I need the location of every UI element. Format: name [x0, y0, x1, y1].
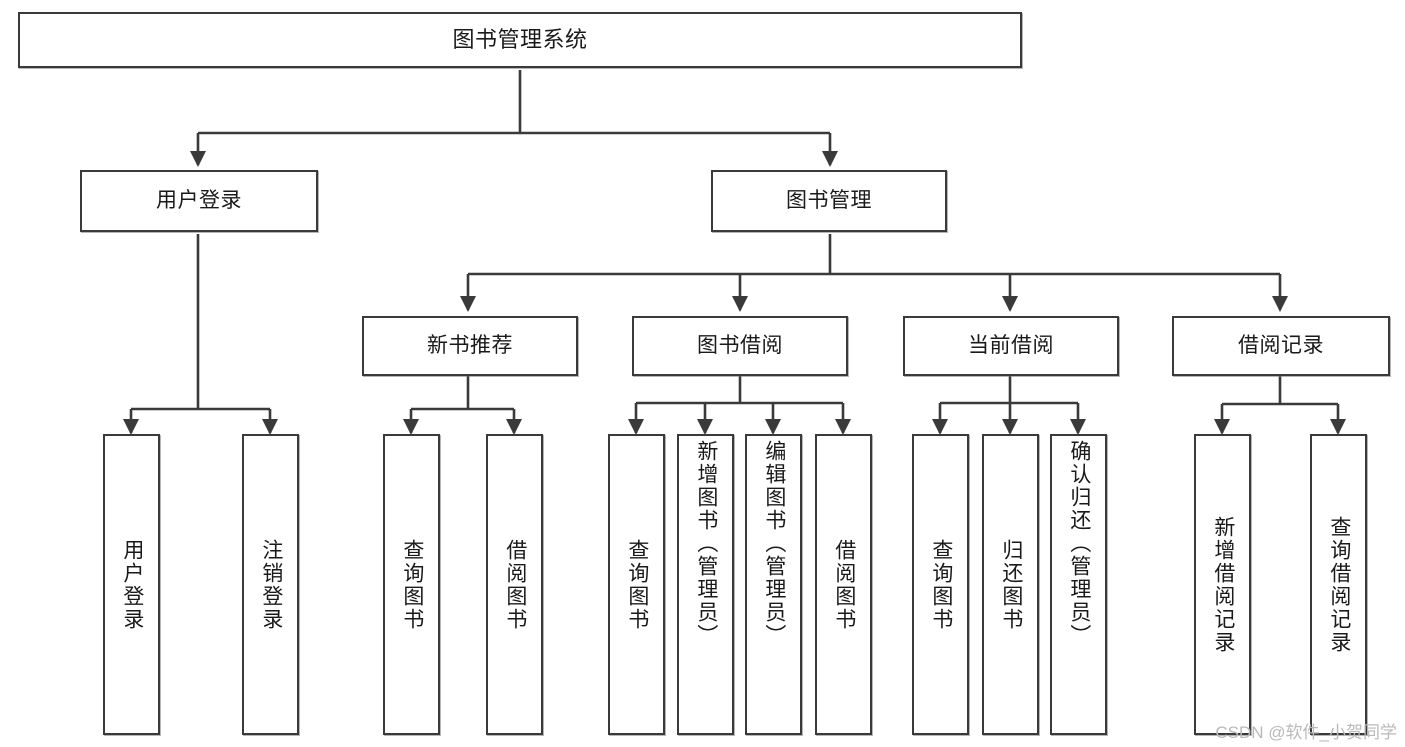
node-label: 新增图书（管理员） [694, 440, 718, 647]
csdn-watermark: CSDN @软件_小贺同学 [1215, 723, 1397, 742]
node-label: 编辑图书（管理员） [762, 440, 786, 647]
node-label: 注销登录 [259, 538, 283, 631]
leaf-new-book-borrow-book[interactable]: 借阅图书 [486, 434, 543, 735]
leaf-book-borrow-add-book-admin[interactable]: 新增图书（管理员） [677, 434, 734, 735]
leaf-current-borrow-return-book[interactable]: 归还图书 [982, 434, 1039, 735]
leaf-current-borrow-query-book[interactable]: 查询图书 [912, 434, 969, 735]
node-label: 用户登录 [156, 188, 242, 212]
leaf-current-borrow-confirm-return-admin[interactable]: 确认归还（管理员） [1050, 434, 1107, 735]
leaf-borrow-record-add-record[interactable]: 新增借阅记录 [1194, 434, 1251, 735]
node-book-management[interactable]: 图书管理 [711, 170, 947, 232]
node-label: 查询图书 [400, 538, 424, 631]
node-label: 图书借阅 [697, 333, 783, 357]
leaf-book-borrow-query-book[interactable]: 查询图书 [608, 434, 665, 735]
leaf-book-borrow-borrow-book[interactable]: 借阅图书 [815, 434, 872, 735]
node-label: 查询图书 [929, 538, 953, 631]
node-label: 归还图书 [999, 538, 1023, 631]
node-borrow-record[interactable]: 借阅记录 [1172, 316, 1390, 376]
node-label: 图书管理系统 [452, 27, 588, 53]
node-label: 借阅图书 [503, 538, 527, 631]
node-label: 查询图书 [625, 538, 649, 631]
leaf-borrow-record-query-record[interactable]: 查询借阅记录 [1310, 434, 1367, 735]
node-label: 查询借阅记录 [1327, 515, 1351, 654]
node-book-borrow[interactable]: 图书借阅 [632, 316, 848, 376]
node-label: 借阅图书 [832, 538, 856, 631]
leaf-book-borrow-edit-book-admin[interactable]: 编辑图书（管理员） [745, 434, 802, 735]
leaf-new-book-query-book[interactable]: 查询图书 [383, 434, 440, 735]
node-new-book-recommend[interactable]: 新书推荐 [362, 316, 578, 376]
leaf-user-login-logout[interactable]: 注销登录 [242, 434, 299, 735]
node-label: 用户登录 [120, 538, 144, 631]
node-label: 确认归还（管理员） [1067, 440, 1091, 647]
node-label: 新书推荐 [427, 333, 513, 357]
leaf-user-login-login[interactable]: 用户登录 [103, 434, 160, 735]
node-label: 新增借阅记录 [1211, 515, 1235, 654]
node-label: 图书管理 [786, 188, 872, 212]
node-label: 当前借阅 [968, 333, 1054, 357]
node-label: 借阅记录 [1238, 333, 1324, 357]
node-root-system[interactable]: 图书管理系统 [18, 12, 1022, 68]
node-current-borrow[interactable]: 当前借阅 [903, 316, 1119, 376]
node-user-login[interactable]: 用户登录 [80, 170, 318, 232]
